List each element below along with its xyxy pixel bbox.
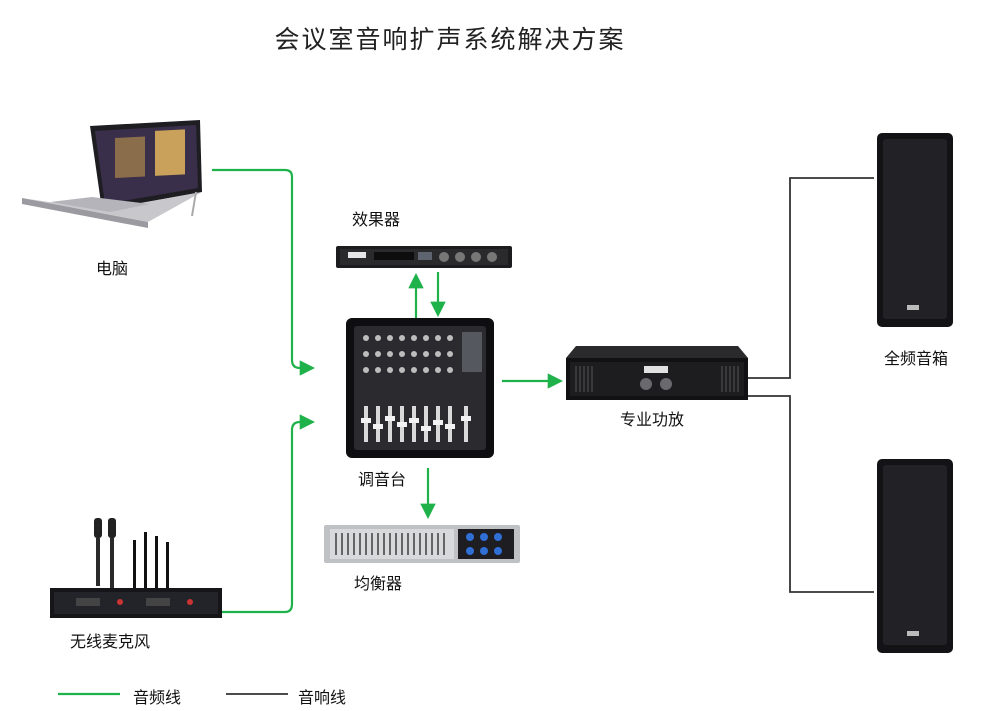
- speaker-top-icon: [877, 133, 953, 327]
- label-effects: 效果器: [352, 210, 401, 229]
- diagram-title: 会议室音响扩声系统解决方案: [274, 25, 626, 54]
- label-amplifier: 专业功放: [620, 410, 685, 429]
- wire-mic-to-mixer: [222, 414, 316, 614]
- wire-amp-to-speaker-top: [748, 177, 874, 379]
- effects-processor-icon: [336, 246, 512, 268]
- laptop-icon: [22, 120, 202, 228]
- power-amplifier-icon: [566, 346, 748, 400]
- label-computer: 电脑: [96, 259, 129, 278]
- wire-amp-to-speaker-bottom: [748, 395, 874, 593]
- legend-audio-label: 音频线: [133, 688, 182, 707]
- equalizer-icon: [324, 525, 520, 563]
- wireless-mic-receiver-icon: [50, 518, 222, 618]
- label-wireless-mic: 无线麦克风: [70, 632, 151, 651]
- mixer-console-icon: [346, 318, 494, 458]
- label-speakers: 全频音箱: [884, 349, 949, 368]
- legend-speaker-label: 音响线: [298, 688, 347, 707]
- wire-computer-to-mixer: [212, 168, 316, 376]
- label-mixer: 调音台: [358, 470, 407, 489]
- label-equalizer: 均衡器: [354, 574, 403, 593]
- speaker-bottom-icon: [877, 459, 953, 653]
